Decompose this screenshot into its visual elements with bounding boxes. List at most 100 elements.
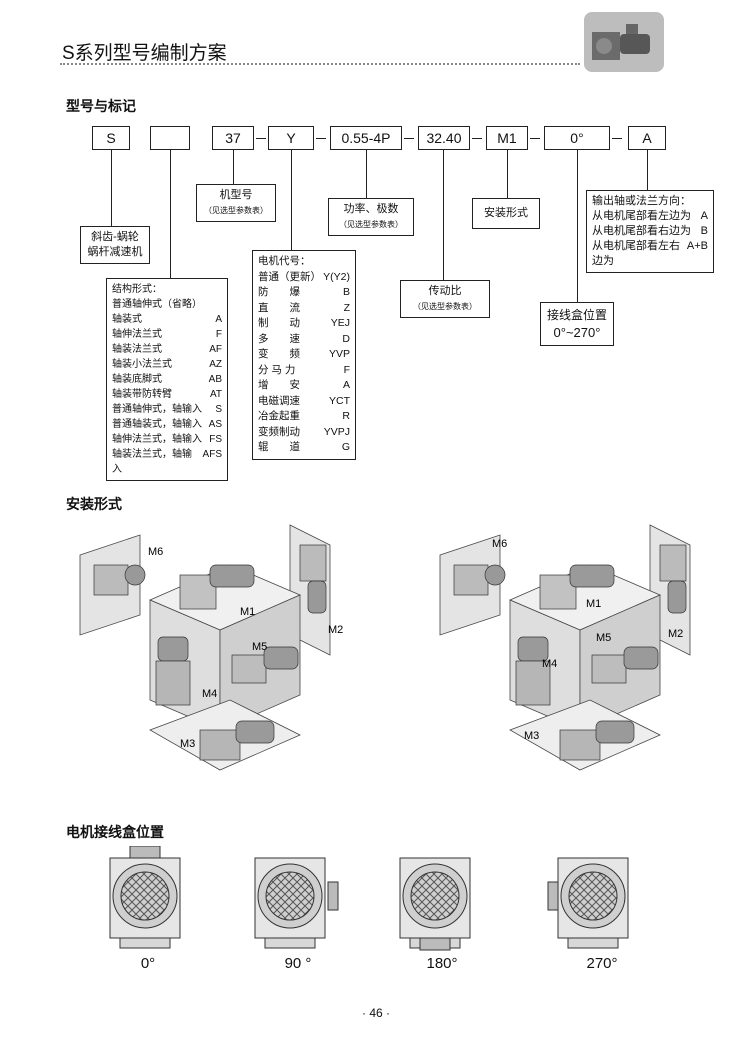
label-text: 0°~270°: [553, 325, 601, 340]
terminal-180: [399, 857, 471, 951]
label-note: （见选型参数表）: [339, 220, 403, 229]
section-terminal-heading: 电机接线盒位置: [66, 824, 164, 840]
code-box-mounting: M1: [486, 126, 528, 150]
title-divider: [60, 63, 580, 65]
terminal-position-diagrams: [109, 846, 629, 951]
label-power-poles: 功率、极数 （见选型参数表）: [328, 198, 414, 236]
mounting-diagram-right: M6 M1 M2 M5 M4 M3: [439, 524, 691, 771]
code-box-terminal: 0°: [544, 126, 610, 150]
connector-line: [170, 150, 171, 278]
code-box-power: 0.55-4P: [330, 126, 402, 150]
label-text: 功率、极数: [343, 203, 399, 215]
label-text: 传动比: [428, 285, 462, 297]
section-mounting-heading: 安装形式: [66, 496, 122, 512]
code-box-output: A: [628, 126, 666, 150]
terminal-angle-180: 180°: [426, 955, 458, 972]
connector-line: [291, 150, 292, 250]
code-dash: [472, 138, 482, 139]
connector-line: [111, 150, 112, 226]
mount-label-m3: M3: [180, 738, 195, 750]
label-text: 蜗杆减速机: [87, 246, 143, 258]
code-box-structure: [150, 126, 190, 150]
terminal-angle-270: 270°: [586, 955, 618, 972]
output-heading: 输出轴或法兰方向：: [592, 195, 691, 207]
page-title: S系列型号编制方案: [62, 43, 227, 64]
terminal-270: [547, 857, 629, 949]
mount-label-m6: M6: [148, 546, 163, 558]
code-dash: [612, 138, 622, 139]
gear-motor-photo: [584, 12, 664, 72]
mount-label-m5: M5: [252, 641, 267, 653]
code-dash: [404, 138, 414, 139]
connector-line: [577, 150, 578, 302]
mount-label-m3: M3: [524, 730, 539, 742]
code-box-ratio: 32.40: [418, 126, 470, 150]
motor-row: 普通（更新）Y(Y2): [258, 270, 350, 283]
label-terminal-position: 接线盒位置 0°~270°: [540, 302, 614, 346]
connector-line: [233, 150, 234, 184]
label-text: 斜齿-蜗轮: [91, 231, 139, 243]
label-text: 安装形式: [484, 207, 528, 219]
label-mounting: 安装形式: [472, 198, 540, 229]
terminal-90: [254, 857, 339, 949]
mount-label-m5: M5: [596, 632, 611, 644]
structure-heading: 结构形式：: [112, 284, 162, 295]
connector-line: [443, 150, 444, 280]
code-dash: [530, 138, 540, 139]
mount-label-m1: M1: [586, 598, 601, 610]
structure-row: 普通轴伸式（省略）: [112, 299, 202, 310]
mount-label-m1: M1: [240, 606, 255, 618]
code-box-motor: Y: [268, 126, 314, 150]
section-model-heading: 型号与标记: [66, 98, 136, 114]
mounting-diagrams: M6 M1 M2 M5 M4 M3 M6 M1 M2 M5 M4 M3: [79, 524, 691, 771]
connector-line: [647, 150, 648, 190]
label-note: （见选型参数表）: [204, 206, 268, 215]
label-ratio: 传动比 （见选型参数表）: [400, 280, 490, 318]
label-machine-size: 机型号 （见选型参数表）: [196, 184, 276, 222]
terminal-0: [109, 846, 181, 949]
code-box-series: S: [92, 126, 130, 150]
label-note: （见选型参数表）: [413, 302, 477, 311]
code-dash: [256, 138, 266, 139]
terminal-angle-90: 90 °: [284, 955, 312, 972]
label-text: 机型号: [219, 189, 253, 201]
mount-label-m2: M2: [668, 628, 683, 640]
mount-label-m4: M4: [542, 658, 557, 670]
terminal-angle-0: 0°: [140, 955, 156, 972]
label-reducer-type: 斜齿-蜗轮 蜗杆减速机: [80, 226, 150, 264]
mount-label-m2: M2: [328, 624, 343, 636]
code-dash: [316, 138, 326, 139]
connector-line: [507, 150, 508, 198]
page-number: · 46 ·: [361, 1006, 390, 1020]
code-box-size: 37: [212, 126, 254, 150]
mount-label-m6: M6: [492, 538, 507, 550]
mounting-diagram-left: M6 M1 M2 M5 M4 M3: [79, 524, 343, 771]
